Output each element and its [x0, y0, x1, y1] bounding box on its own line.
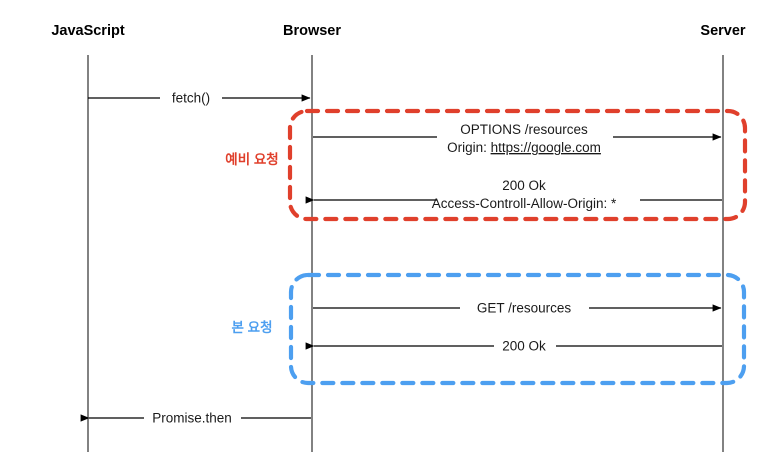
- message-options-label-line1: OPTIONS /resources: [460, 122, 588, 137]
- group-label-preflight: 예비 요청: [225, 152, 278, 167]
- message-preflight-response: 200 Ok Access-Controll-Allow-Origin: *: [305, 178, 722, 211]
- message-get-label: GET /resources: [477, 301, 572, 316]
- message-options-origin-prefix: Origin:: [447, 140, 491, 155]
- message-get-response-label: 200 Ok: [502, 339, 546, 354]
- message-preflight-response-label-line1: 200 Ok: [502, 178, 546, 193]
- message-options-origin-link: https://google.com: [491, 140, 601, 155]
- group-box-main-request: [288, 272, 747, 386]
- message-get-response: 200 Ok: [305, 339, 722, 354]
- message-fetch-label: fetch(): [172, 91, 210, 106]
- message-options-label-line2: Origin: https://google.com: [447, 140, 601, 155]
- actor-label-javascript: JavaScript: [51, 23, 125, 39]
- message-fetch: fetch(): [88, 91, 311, 106]
- message-options-request: OPTIONS /resources Origin: https://googl…: [313, 122, 722, 155]
- group-label-main-request: 본 요청: [231, 320, 272, 335]
- message-preflight-response-label-line2: Access-Controll-Allow-Origin: *: [432, 196, 617, 211]
- message-get-request: GET /resources: [313, 301, 722, 316]
- actor-label-server: Server: [700, 23, 746, 39]
- actor-label-browser: Browser: [283, 23, 341, 39]
- message-promise-then: Promise.then: [80, 411, 311, 426]
- message-promise-then-label: Promise.then: [152, 411, 232, 426]
- group-box-preflight: [287, 108, 748, 222]
